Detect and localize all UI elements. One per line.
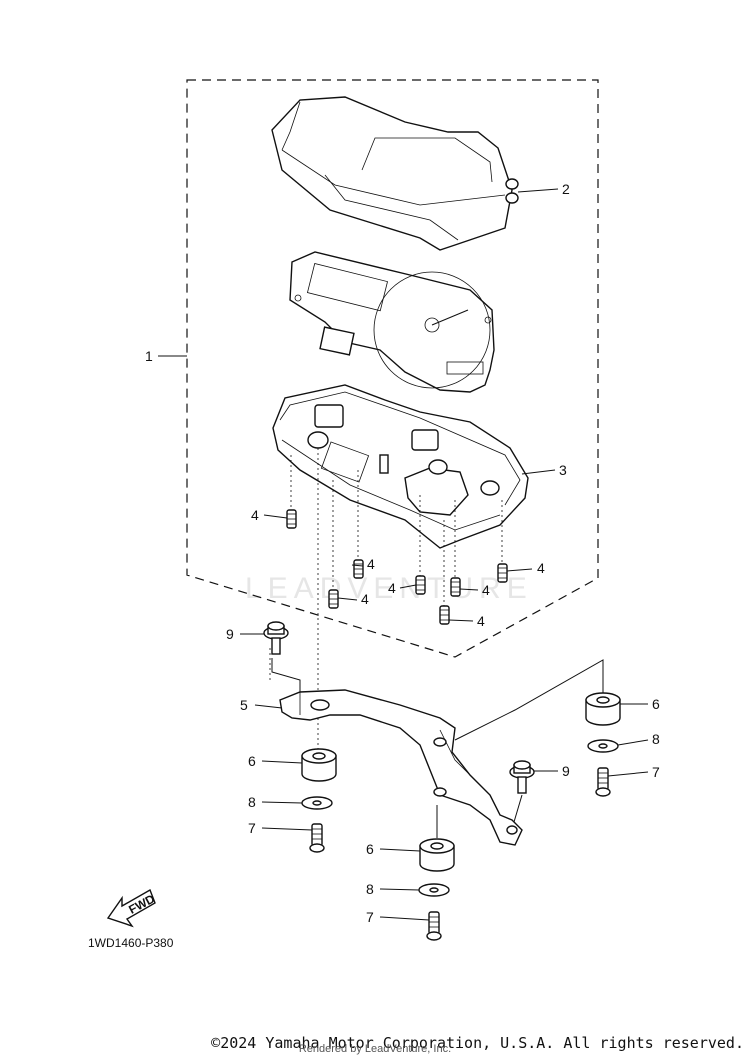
- callout-4-b: 4: [367, 556, 375, 572]
- callout-7-c: 7: [366, 909, 374, 925]
- grommet-6-left: [301, 748, 337, 782]
- callout-9-a: 9: [226, 626, 234, 642]
- screw-7-right: [595, 767, 611, 797]
- callout-8-b: 8: [652, 731, 660, 747]
- grommet-6-bottom: [419, 838, 455, 872]
- screw-4-a: [286, 509, 297, 529]
- bolt-9-b: [509, 760, 535, 794]
- bolt-9-a: [263, 621, 289, 655]
- grommet-6-right: [585, 692, 621, 726]
- diagram-code: 1WD1460-P380: [88, 936, 174, 950]
- fwd-arrow-icon: FWD: [106, 888, 157, 928]
- meter-lower-case: [272, 384, 529, 549]
- rendered-by-notice: Rendered by LeadVenture, Inc.: [298, 1043, 452, 1055]
- washer-8-left: [301, 796, 333, 810]
- callout-4-e: 4: [482, 582, 490, 598]
- copyright-notice: ©2024 Yamaha Motor Corporation, U.S.A. A…: [211, 1034, 744, 1052]
- callout-6-c: 6: [366, 841, 374, 857]
- bracket-right-leader: [454, 659, 604, 741]
- callout-5: 5: [240, 697, 248, 713]
- callout-6-b: 6: [652, 696, 660, 712]
- meter-bracket: [279, 689, 523, 846]
- callout-8-a: 8: [248, 794, 256, 810]
- callout-6-a: 6: [248, 753, 256, 769]
- screw-4-g: [439, 605, 450, 625]
- bolt-9-a-leader: [271, 658, 301, 696]
- screw-7-left: [309, 823, 325, 853]
- meter-face-assembly: [289, 251, 495, 393]
- callout-8-c: 8: [366, 881, 374, 897]
- callout-9-b: 9: [562, 763, 570, 779]
- screw-4-e: [450, 577, 461, 597]
- callout-4-d: 4: [388, 580, 396, 596]
- callout-2: 2: [562, 181, 570, 197]
- screw-4-d: [415, 575, 426, 595]
- washer-8-right: [587, 739, 619, 753]
- screw-4-b: [353, 559, 364, 579]
- washer-8-bottom: [418, 883, 450, 897]
- watermark: LEADVENTURE: [245, 572, 533, 605]
- callout-7-b: 7: [652, 764, 660, 780]
- screw-7-bottom: [426, 911, 442, 941]
- callout-4-a: 4: [251, 507, 259, 523]
- bolt-9-b-leader: [513, 794, 523, 823]
- callout-4-f: 4: [537, 560, 545, 576]
- callout-7-a: 7: [248, 820, 256, 836]
- callout-3: 3: [559, 462, 567, 478]
- assembly-boundary: [186, 79, 599, 658]
- callout-1: 1: [145, 348, 153, 364]
- meter-upper-cover: [271, 96, 519, 251]
- screw-4-c: [328, 589, 339, 609]
- screw-4-f: [497, 563, 508, 583]
- leader-lines: [158, 188, 649, 921]
- callout-4-g: 4: [477, 613, 485, 629]
- callout-4-c: 4: [361, 591, 369, 607]
